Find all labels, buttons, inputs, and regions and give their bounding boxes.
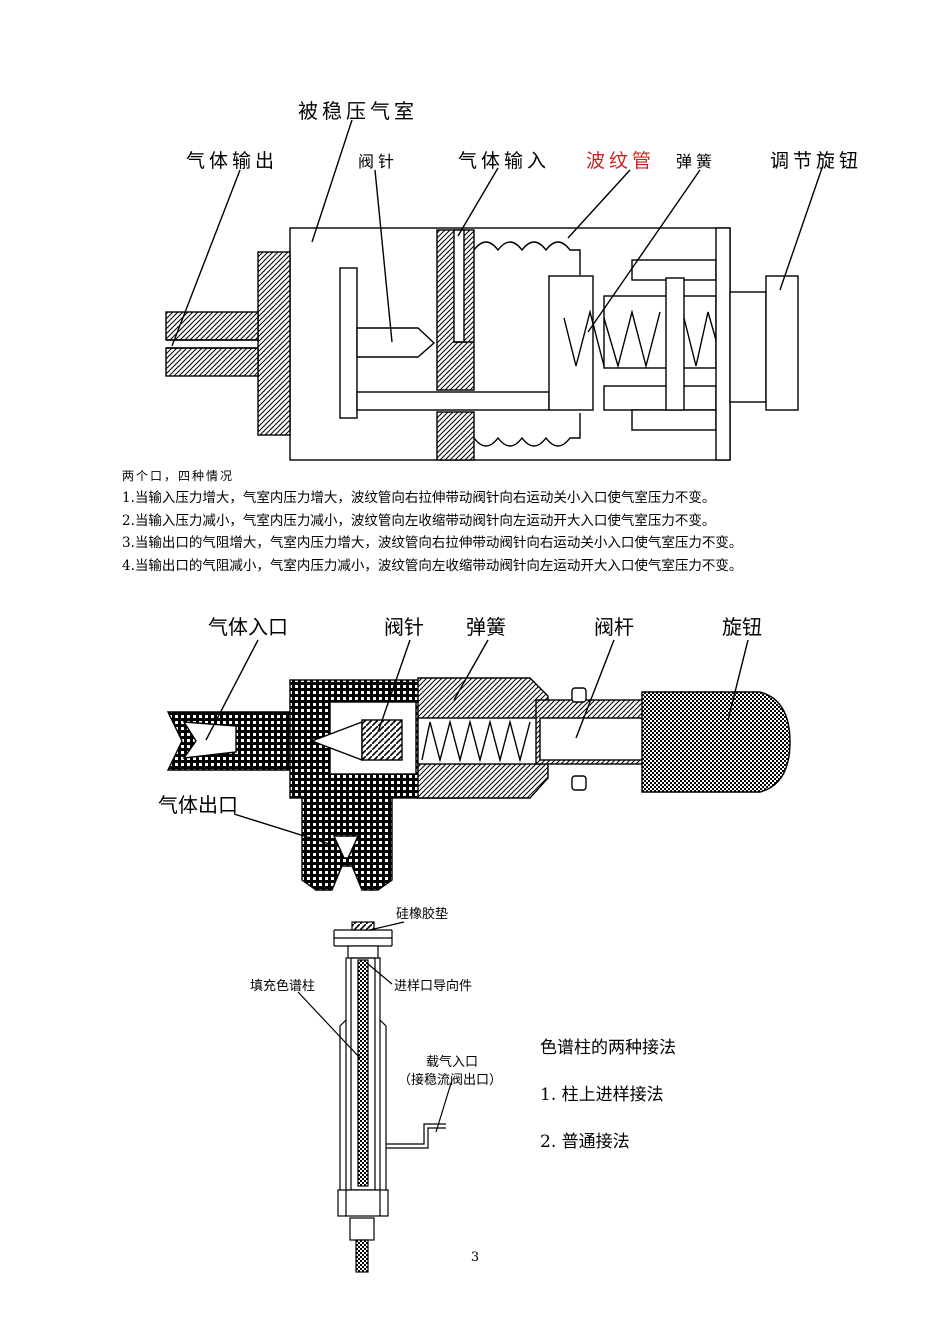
leader-chamber [311, 119, 353, 243]
valve-disc [339, 267, 358, 419]
leader-bellows [567, 169, 631, 239]
packed-column [357, 959, 369, 1187]
carrier-line [386, 1123, 446, 1145]
label-spring2: 弹簧 [466, 615, 506, 639]
leader-needle [374, 169, 393, 343]
knob-shaft [729, 291, 767, 403]
label-bellows: 波纹管 [586, 150, 655, 172]
leader-spring2 [453, 639, 489, 701]
label-gas-input: 气体输入 [458, 150, 550, 172]
valve-spring [421, 719, 531, 763]
needle-valve-labels: 气体入口 阀针 弹簧 阀杆 旋钮 气体出口 [158, 615, 762, 817]
bellows-bottom [473, 413, 581, 447]
outlet-pipe-bottom [165, 347, 259, 377]
label-carrier-2: （接稳流阀出口） [398, 1072, 502, 1088]
note-item-4: 4.当输出口的气阻减小，气室内压力减小，波纹管向左收缩带动阀针向左运动开大入口使… [122, 557, 743, 574]
valve-stem [356, 391, 550, 411]
note-item-1: 1.当输入压力增大，气室内压力增大，波纹管向右拉伸带动阀针向右运动关小入口使气室… [122, 490, 716, 506]
needle-valve-diagram [166, 639, 791, 891]
valve-needle [356, 327, 436, 358]
leader-needle2 [377, 639, 411, 733]
inlet-wall-lower [436, 411, 475, 461]
valve-knob [641, 691, 791, 793]
label-carrier-1: 载气入口 [426, 1054, 478, 1070]
bellows-top [473, 241, 581, 275]
label-gas-inlet: 气体入口 [208, 615, 288, 639]
leader-gas-output [171, 169, 241, 347]
page-number: 3 [470, 1250, 480, 1265]
regulator-labels: 被稳压气室 气体输出 阀针 气体输入 波纹管 弹簧 调节旋钮 [186, 99, 862, 172]
adjust-knob [765, 275, 799, 411]
leader-guide [367, 963, 393, 985]
label-needle: 阀针 [358, 152, 398, 171]
label-guide: 进样口导向件 [394, 978, 472, 994]
notes-intro: 两个口，四种情况 [122, 469, 235, 483]
label-gas-output: 气体输出 [186, 150, 278, 172]
label-column: 填充色谱柱 [250, 978, 315, 994]
methods-title: 色谱柱的两种接法 [540, 1038, 676, 1058]
regulator-notes: 两个口，四种情况 1.当输入压力增大，气室内压力增大，波纹管向右拉伸带动阀针向右… [122, 467, 922, 577]
leader-spring [587, 169, 701, 333]
heat-fins [334, 929, 392, 947]
label-knob: 调节旋钮 [770, 150, 862, 172]
needle-holder [361, 719, 403, 761]
leader-gasket [369, 921, 405, 931]
pressure-regulator-diagram [165, 119, 823, 461]
septum-gasket [351, 921, 375, 931]
method-item-1: 1. 柱上进样接法 [540, 1085, 664, 1105]
method-item-2: 2. 普通接法 [540, 1132, 630, 1152]
leader-knob2 [727, 639, 749, 721]
label-chamber: 被稳压气室 [298, 99, 418, 123]
label-gas-outlet: 气体出口 [158, 793, 238, 817]
label-spring: 弹簧 [676, 152, 716, 171]
column-labels: 硅橡胶垫 填充色谱柱 进样口导向件 载气入口 （接稳流阀出口） [250, 906, 502, 1088]
label-stem: 阀杆 [594, 615, 634, 639]
leader-gas-input [457, 167, 499, 237]
label-needle2: 阀针 [384, 615, 424, 639]
leader-inlet [205, 639, 259, 741]
bellows-plate [548, 275, 594, 411]
leader-carrier [435, 1079, 453, 1133]
outlet-flange [257, 251, 291, 436]
column-methods: 色谱柱的两种接法 1. 柱上进样接法 2. 普通接法 [540, 1033, 676, 1174]
note-item-3: 3.当输出口的气阻增大，气室内压力增大，波纹管向右拉伸带动阀针向右运动关小入口使… [122, 535, 743, 551]
leader-knob [779, 167, 823, 291]
label-gasket: 硅橡胶垫 [396, 906, 448, 922]
leader-outlet [233, 813, 337, 847]
leader-stem [575, 639, 615, 739]
note-item-2: 2.当输入压力减小，气室内压力减小，波纹管向左收缩带动阀针向左运动开大入口使气室… [122, 512, 716, 529]
label-knob2: 旋钮 [722, 615, 762, 639]
leader-column [297, 991, 361, 1059]
column-diagram [297, 921, 453, 1273]
